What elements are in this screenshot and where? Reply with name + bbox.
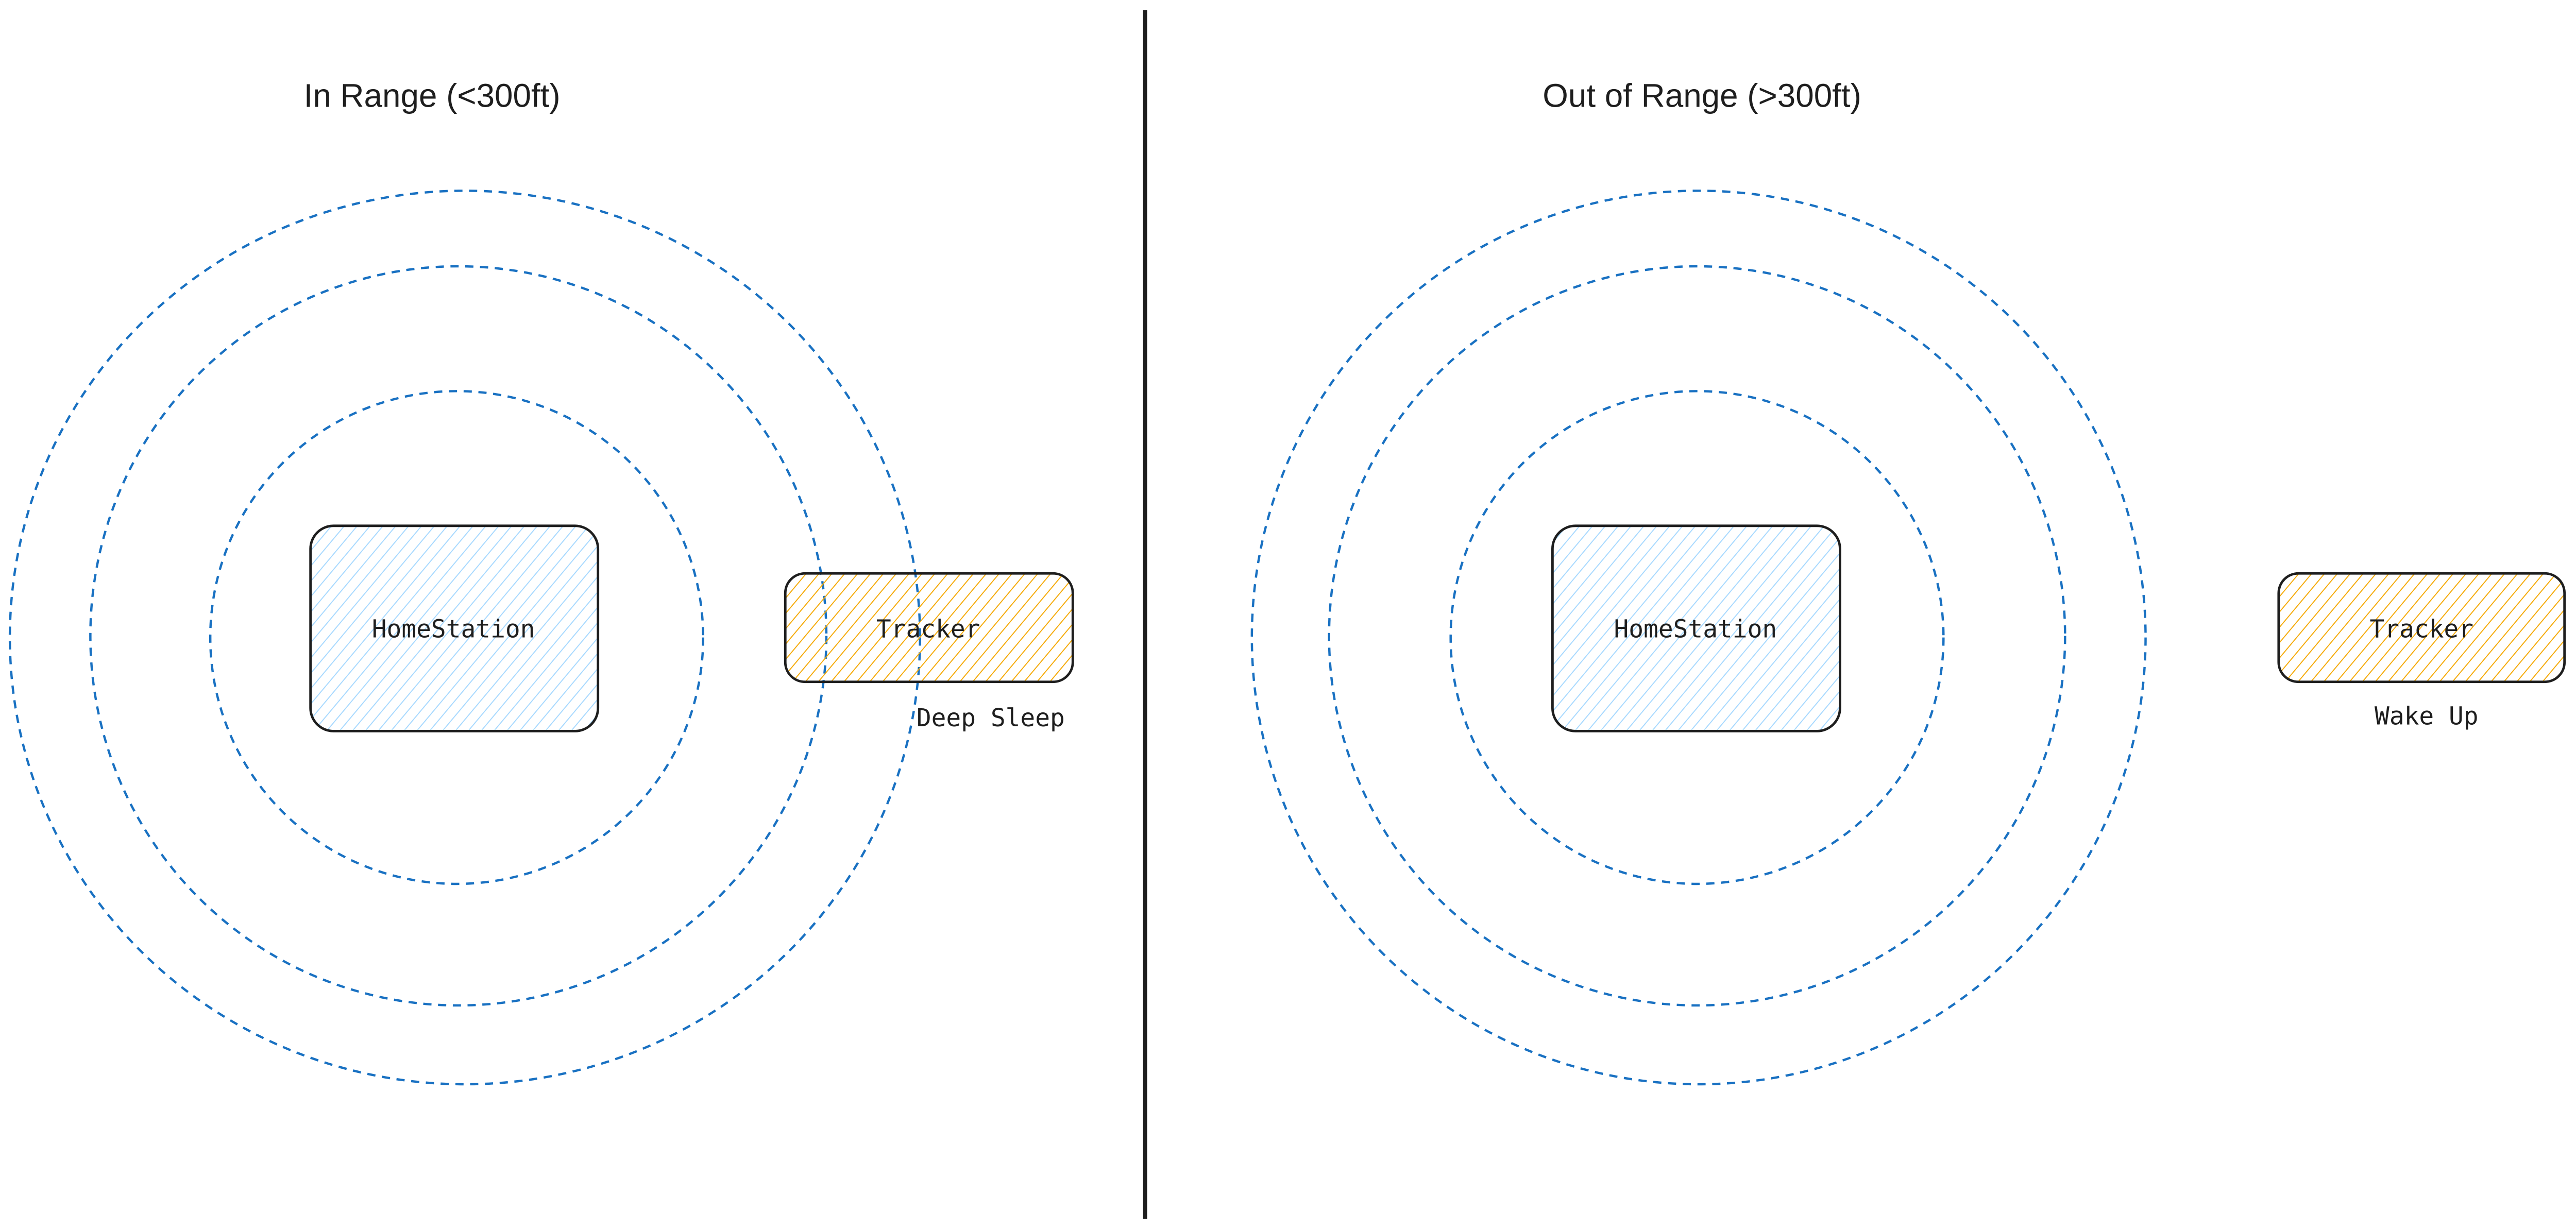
panel-title: In Range (<300ft): [304, 77, 561, 114]
tracker-label: Tracker: [876, 616, 980, 644]
tracker-status: Wake Up: [2375, 703, 2479, 731]
signal-ring-inner: [1449, 390, 1945, 885]
homestation-label: HomeStation: [1614, 616, 1777, 644]
signal-ring-outer: [1250, 190, 2147, 1086]
panel-out-of-range: Out of Range (>300ft) HomeStation Tracke…: [1250, 77, 2566, 1086]
tracker-status: Deep Sleep: [917, 704, 1065, 732]
homestation-node[interactable]: HomeStation: [1551, 524, 1841, 732]
tracker-node[interactable]: Tracker: [784, 572, 1074, 684]
homestation-node[interactable]: HomeStation: [309, 524, 600, 732]
homestation-label: HomeStation: [372, 616, 535, 644]
tracker-label: Tracker: [2369, 616, 2473, 644]
panel-in-range: In Range (<300ft) HomeStation Tracker De…: [8, 77, 1074, 1086]
panel-title: Out of Range (>300ft): [1543, 77, 1861, 114]
signal-ring-inner: [209, 390, 705, 885]
tracker-node[interactable]: Tracker: [2277, 572, 2566, 684]
signal-ring-middle: [1328, 265, 2066, 1007]
